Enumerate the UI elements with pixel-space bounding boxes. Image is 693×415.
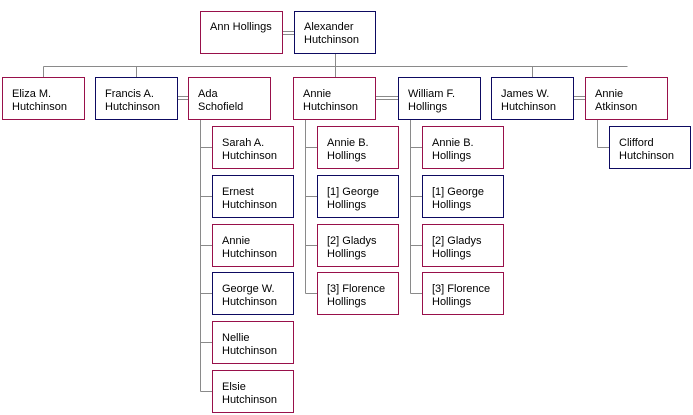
person-annie-b-hollings-1: Annie B. Hollings bbox=[317, 126, 399, 169]
person-james-w-hutchinson: James W. Hutchinson bbox=[491, 77, 574, 120]
person-ann-hollings: Ann Hollings bbox=[200, 11, 283, 54]
person-gladys-hollings-1: [2] Gladys Hollings bbox=[317, 224, 399, 267]
person-annie-atkinson: Annie Atkinson bbox=[585, 77, 668, 120]
person-elsie-hutchinson: Elsie Hutchinson bbox=[212, 370, 294, 413]
person-nellie-hutchinson: Nellie Hutchinson bbox=[212, 321, 294, 364]
person-eliza-m-hutchinson: Eliza M. Hutchinson bbox=[2, 77, 85, 120]
person-annie-hutchinson-2: Annie Hutchinson bbox=[212, 224, 294, 267]
person-florence-hollings-2: [3] Florence Hollings bbox=[422, 272, 504, 315]
person-sarah-a-hutchinson: Sarah A. Hutchinson bbox=[212, 126, 294, 169]
person-ernest-hutchinson: Ernest Hutchinson bbox=[212, 175, 294, 218]
person-annie-b-hollings-2: Annie B. Hollings bbox=[422, 126, 504, 169]
person-florence-hollings-1: [3] Florence Hollings bbox=[317, 272, 399, 315]
person-gladys-hollings-2: [2] Gladys Hollings bbox=[422, 224, 504, 267]
person-george-hollings-2: [1] George Hollings bbox=[422, 175, 504, 218]
person-alexander-hutchinson: Alexander Hutchinson bbox=[294, 11, 376, 54]
person-francis-a-hutchinson: Francis A. Hutchinson bbox=[95, 77, 178, 120]
person-william-f-hollings: William F. Hollings bbox=[398, 77, 481, 120]
person-annie-hutchinson: Annie Hutchinson bbox=[293, 77, 376, 120]
person-george-hollings-1: [1] George Hollings bbox=[317, 175, 399, 218]
person-clifford-hutchinson: Clifford Hutchinson bbox=[609, 126, 691, 169]
person-ada-schofield: Ada Schofield bbox=[188, 77, 271, 120]
person-george-w-hutchinson: George W. Hutchinson bbox=[212, 272, 294, 315]
